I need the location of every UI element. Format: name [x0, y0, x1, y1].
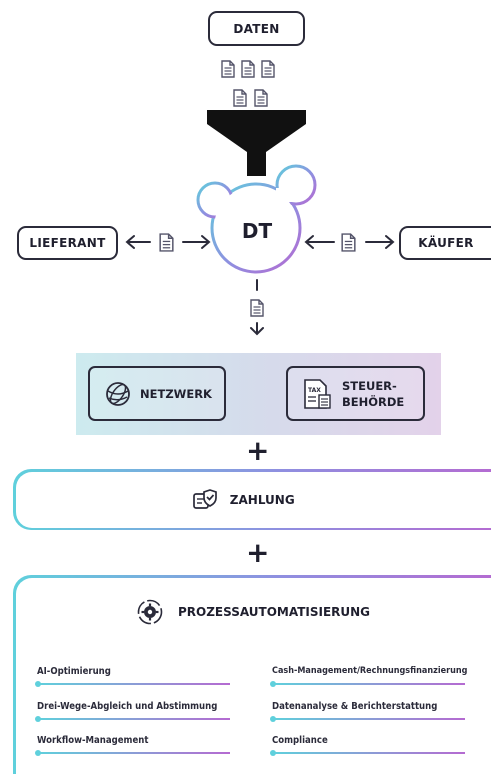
supplier-node: LIEFERANT [17, 226, 118, 260]
feature-underline [35, 750, 230, 756]
feature-item: Compliance [272, 735, 328, 746]
flow-diagram [125, 60, 395, 336]
document-icon [261, 60, 275, 78]
gear-cycle-icon [137, 599, 163, 624]
buyer-label: KÄUFER [418, 236, 474, 250]
document-icon [221, 60, 235, 78]
feature-underline [35, 716, 230, 722]
document-icon [241, 60, 255, 78]
feature-item: Drei-Wege-Abgleich und Abstimmung [37, 701, 218, 712]
document-icon [341, 233, 356, 252]
tax-authority-line2: BEHÖRDE [342, 394, 405, 409]
document-icon [159, 233, 174, 252]
feature-underline [270, 716, 465, 722]
supplier-label: LIEFERANT [29, 236, 106, 250]
data-label: DATEN [233, 21, 280, 36]
tax-icon-text: TAX [308, 387, 321, 394]
data-node: DATEN [208, 11, 305, 46]
tax-authority-line1: STEUER- [342, 378, 397, 393]
tax-document-icon: TAX [304, 378, 331, 409]
center-label: DT [241, 219, 273, 243]
document-icon [250, 299, 264, 317]
plus-sign: + [246, 434, 270, 467]
automation-box: PROZESSAUTOMATISIERUNG [13, 575, 491, 774]
feature-underline [35, 681, 230, 687]
buyer-node: KÄUFER [399, 226, 491, 260]
globe-icon [106, 381, 130, 406]
feature-underline [270, 681, 465, 687]
document-icon [254, 89, 268, 107]
tax-authority-tile: TAX STEUER- BEHÖRDE [286, 366, 425, 421]
feature-item: Workflow-Management [37, 735, 149, 746]
payment-box: ZAHLUNG [13, 469, 491, 530]
tax-authority-label: STEUER- BEHÖRDE [342, 378, 404, 410]
funnel-icon [207, 110, 306, 176]
center-blob [196, 164, 317, 274]
network-tile: NETZWERK [88, 366, 226, 421]
document-icon [233, 89, 247, 107]
feature-item: Datenanalyse & Berichterstattung [272, 701, 438, 712]
payment-label: ZAHLUNG [229, 492, 295, 507]
network-label: NETZWERK [140, 386, 212, 401]
feature-item: Cash-Management/Rechnungsfinanzierung [272, 666, 468, 676]
automation-title: PROZESSAUTOMATISIERUNG [177, 604, 371, 619]
shield-check-icon [192, 488, 217, 509]
feature-underline [270, 750, 465, 756]
plus-sign: + [246, 536, 270, 569]
feature-item: AI-Optimierung [37, 666, 111, 677]
